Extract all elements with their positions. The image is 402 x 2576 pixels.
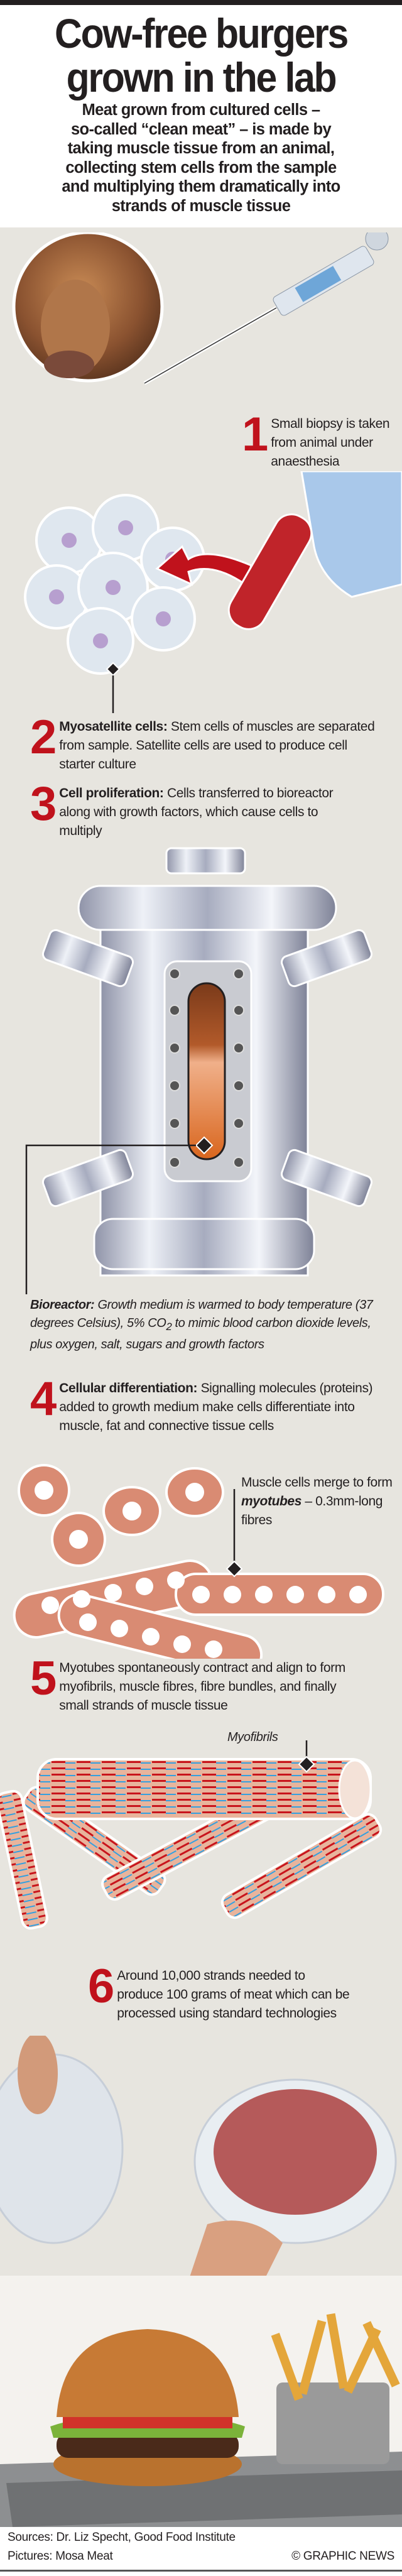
step-heading: Cell proliferation: bbox=[59, 786, 164, 800]
subtitle-line: collecting stem cells from the sample bbox=[65, 158, 337, 177]
label-text: Muscle cells merge to form bbox=[241, 1475, 393, 1490]
page-title: Cow-free burgers grown in the lab bbox=[16, 11, 386, 99]
subtitle: Meat grown from cultured cells – so-call… bbox=[13, 101, 389, 216]
step-1: 1 Small biopsy is taken from animal unde… bbox=[242, 408, 393, 471]
subtitle-line: and multiplying them dramatically into bbox=[62, 178, 340, 195]
thumb bbox=[18, 2036, 58, 2114]
valve-icons bbox=[41, 929, 373, 1208]
step-heading: Myosatellite cells: bbox=[59, 719, 168, 734]
step-number: 6 bbox=[88, 1960, 114, 2013]
top-rule bbox=[0, 0, 402, 5]
myotubes-label: Muscle cells merge to form myotubes – 0.… bbox=[241, 1473, 398, 1530]
subtitle-line: taking muscle tissue from an animal, bbox=[67, 139, 335, 157]
syringe-icon bbox=[143, 232, 389, 385]
step-text: Small biopsy is taken from animal under … bbox=[271, 417, 390, 469]
arrow-icon bbox=[155, 545, 253, 586]
bioreactor-text: to mimic blood carbon dioxide levels, pl… bbox=[30, 1316, 371, 1351]
step-text: Around 10,000 strands needed to produce … bbox=[117, 1968, 350, 2021]
bioreactor-heading: Bioreactor: bbox=[30, 1298, 95, 1312]
cow-biopsy-illustration bbox=[12, 232, 389, 385]
cow-head bbox=[41, 280, 110, 374]
step-5: 5 Myotubes spontaneously contract and al… bbox=[30, 1652, 357, 1715]
bottom-rule bbox=[0, 2570, 402, 2572]
cultured-meat bbox=[214, 2089, 377, 2215]
petri-dish-photo bbox=[0, 2036, 397, 2281]
sources-credit: Sources: Dr. Liz Specht, Good Food Insti… bbox=[8, 2531, 236, 2544]
step-text: Signalling molecules (proteins) added to… bbox=[59, 1381, 373, 1433]
myotubes-illustration bbox=[13, 1464, 384, 1659]
fries-basket bbox=[271, 2313, 400, 2464]
myofibrils-label: Myofibrils bbox=[227, 1730, 278, 1744]
burger-photo bbox=[0, 2276, 402, 2527]
step-6: 6 Around 10,000 strands needed to produc… bbox=[88, 1960, 352, 2023]
title-line-1: Cow-free burgers bbox=[55, 10, 349, 57]
subscript: 2 bbox=[166, 1321, 172, 1333]
cow-muzzle bbox=[44, 351, 94, 378]
step-heading: Cellular differentiation: bbox=[59, 1381, 198, 1395]
step-number: 2 bbox=[30, 711, 57, 764]
cell-cluster bbox=[24, 494, 205, 675]
step-number: 4 bbox=[30, 1372, 57, 1426]
bioreactor-text: Growth medium is warmed to body temperat… bbox=[30, 1298, 373, 1330]
subtitle-line: strands of muscle tissue bbox=[111, 197, 291, 215]
label-emphasis: myotubes bbox=[241, 1494, 302, 1509]
step-number: 5 bbox=[30, 1652, 57, 1705]
pictures-credit: Pictures: Mosa Meat bbox=[8, 2550, 113, 2563]
step-text: Stem cells of muscles are separated from… bbox=[59, 719, 375, 772]
burger bbox=[50, 2329, 245, 2486]
step-text: Cells transferred to bioreactor along wi… bbox=[59, 786, 334, 838]
subtitle-line: so-called “clean meat” – is made by bbox=[70, 120, 332, 138]
hand-with-test-tube bbox=[227, 471, 402, 630]
muscle-fibres-illustration bbox=[0, 1740, 383, 1930]
step-number: 3 bbox=[30, 777, 57, 831]
title-line-2: grown in the lab bbox=[66, 54, 337, 101]
subtitle-line: Meat grown from cultured cells – bbox=[82, 101, 321, 119]
hand bbox=[188, 2220, 283, 2281]
stem-cells-illustration bbox=[24, 471, 402, 713]
step-4: 4 Cellular differentiation: Signalling m… bbox=[30, 1372, 382, 1436]
step-text: Myotubes spontaneously contract and alig… bbox=[59, 1661, 345, 1713]
step-number: 1 bbox=[242, 408, 268, 461]
footer: Sources: Dr. Liz Specht, Good Food Insti… bbox=[0, 2527, 402, 2571]
step-2: 2 Myosatellite cells: Stem cells of musc… bbox=[30, 711, 382, 774]
step-3: 3 Cell proliferation: Cells transferred … bbox=[30, 777, 357, 841]
bioreactor-illustration bbox=[25, 847, 373, 1294]
graphic-news-credit: © GRAPHIC NEWS bbox=[291, 2550, 394, 2563]
bioreactor-caption: Bioreactor: Growth medium is warmed to b… bbox=[30, 1296, 394, 1354]
label-text: – 0.3mm-long fibres bbox=[241, 1494, 383, 1527]
